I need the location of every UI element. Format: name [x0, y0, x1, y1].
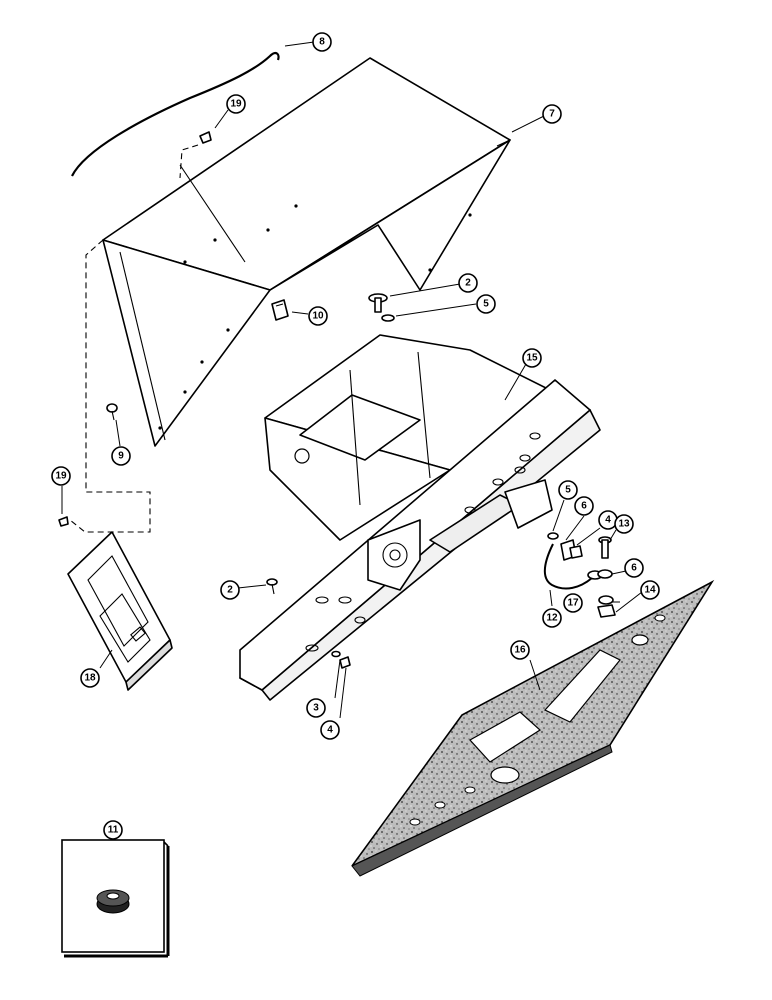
callout-2-upper: 2: [458, 273, 478, 293]
svg-text:16: 16: [514, 645, 526, 656]
svg-text:3: 3: [313, 703, 319, 714]
callout-5-right: 5: [558, 480, 578, 500]
callout-4-lower: 4: [320, 720, 340, 740]
svg-text:18: 18: [84, 673, 96, 684]
washer-part-3-lower: [331, 650, 341, 658]
fastener-part-19-lower: [58, 516, 69, 527]
cable-clip-dashed-path: [179, 144, 199, 179]
svg-text:2: 2: [227, 585, 233, 596]
callout-6-right-lower: 6: [624, 558, 644, 578]
callout-3-lower: 3: [306, 698, 326, 718]
svg-text:5: 5: [565, 485, 571, 496]
clip-part-10: [271, 299, 289, 321]
panel-assembly-part-15: [239, 334, 601, 701]
svg-text:4: 4: [605, 515, 611, 526]
svg-text:19: 19: [55, 471, 67, 482]
bolt-part-2-upper: [368, 293, 388, 313]
washer-part-6-right-lower: [597, 569, 613, 579]
washer-part-17: [598, 595, 614, 605]
callout-18: 18: [80, 668, 100, 688]
nut-part-4-lower: [339, 656, 351, 669]
nut-part-14: [597, 604, 616, 618]
svg-text:6: 6: [581, 501, 587, 512]
callout-13: 13: [614, 514, 634, 534]
callout-5-upper: 5: [476, 294, 496, 314]
callout-2-lower: 2: [220, 580, 240, 600]
svg-text:15: 15: [526, 353, 538, 364]
callout-4-right: 4: [598, 510, 618, 530]
callout-14: 14: [640, 580, 660, 600]
svg-text:11: 11: [108, 825, 119, 836]
fastener-part-19-upper: [199, 131, 212, 144]
svg-text:4: 4: [327, 725, 333, 736]
nut-part-4-right: [569, 545, 583, 559]
washer-part-5-right: [547, 532, 559, 540]
svg-text:6: 6: [631, 563, 637, 574]
grommet-part-11: [96, 889, 130, 914]
svg-text:8: 8: [319, 37, 325, 48]
washer-part-5-upper: [381, 314, 395, 322]
callout-19-upper: 19: [226, 94, 246, 114]
callout-17: 17: [563, 593, 583, 613]
cover-fastener-dashed-path: [69, 239, 151, 533]
svg-text:2: 2: [465, 278, 471, 289]
svg-text:10: 10: [312, 311, 324, 322]
svg-text:5: 5: [483, 299, 489, 310]
svg-text:19: 19: [230, 99, 242, 110]
callout-16: 16: [510, 640, 530, 660]
cable-part-8: [71, 51, 280, 177]
callout-9: 9: [111, 446, 131, 466]
callout-8: 8: [312, 32, 332, 52]
gasket-part-16: [351, 579, 715, 877]
bolt-part-13: [598, 536, 612, 559]
screw-part-2-lower: [266, 578, 278, 595]
svg-text:13: 13: [618, 519, 630, 530]
leader-lines: [61, 41, 643, 719]
callout-7: 7: [542, 104, 562, 124]
upper-cover-part-7: [102, 57, 511, 447]
callout-6-right-upper: 6: [574, 496, 594, 516]
svg-text:7: 7: [549, 109, 555, 120]
screw-part-9: [106, 403, 118, 421]
callout-10: 10: [308, 306, 328, 326]
callout-19-lower: 19: [51, 466, 71, 486]
svg-text:12: 12: [546, 613, 558, 624]
svg-text:17: 17: [567, 598, 579, 609]
callout-12: 12: [542, 608, 562, 628]
svg-text:14: 14: [644, 585, 656, 596]
svg-text:9: 9: [118, 451, 124, 462]
bezel-part-18: [67, 531, 173, 691]
callout-11: 11: [103, 820, 123, 840]
callout-15: 15: [522, 348, 542, 368]
